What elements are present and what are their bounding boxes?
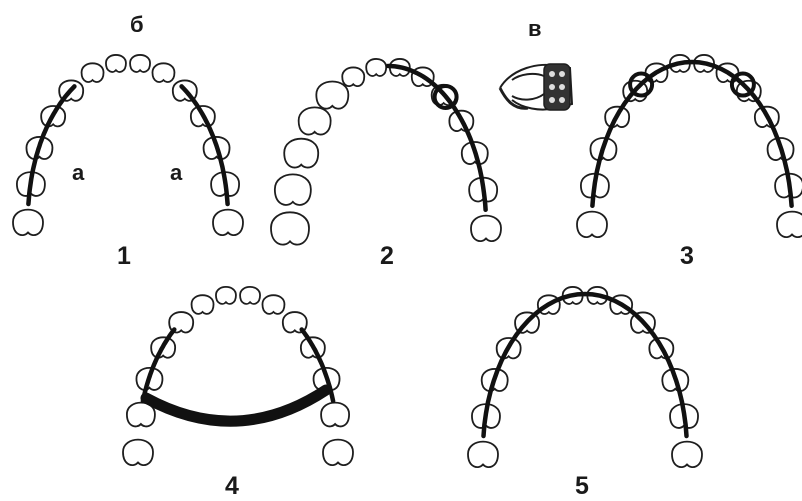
tooth — [271, 212, 309, 244]
tooth — [323, 440, 353, 465]
tooth — [316, 81, 348, 108]
label-figure-1: 1 — [117, 244, 131, 269]
label-figure-2: 2 — [380, 244, 394, 269]
arch-figure-1 — [13, 55, 243, 235]
tooth — [284, 139, 318, 168]
tooth — [577, 212, 607, 237]
label-letter-a-left: а — [72, 162, 84, 184]
tooth — [123, 440, 153, 465]
splint-wire — [592, 62, 791, 206]
label-figure-3: 3 — [680, 244, 694, 269]
arch-figure-3 — [577, 55, 802, 237]
tooth — [468, 442, 498, 467]
tooth — [216, 287, 236, 304]
tooth — [262, 295, 284, 314]
tooth — [342, 67, 364, 86]
tooth — [471, 216, 501, 241]
label-letter-a-right: а — [170, 162, 182, 184]
tooth — [366, 59, 386, 76]
tooth — [13, 210, 43, 235]
tooth — [321, 403, 349, 427]
tooth — [275, 174, 311, 205]
splint-wire — [484, 294, 687, 436]
arch-figure-5 — [468, 287, 702, 467]
tooth — [299, 107, 331, 134]
tooth — [192, 295, 214, 314]
loop-bend-detail-icon — [500, 64, 572, 110]
label-figure-5: 5 — [575, 474, 589, 499]
label-letter-b: б — [130, 14, 144, 36]
tooth — [130, 55, 150, 72]
tooth — [106, 55, 126, 72]
label-figure-4: 4 — [225, 474, 239, 499]
palatal-bar — [146, 390, 326, 421]
arch-figure-4 — [123, 287, 353, 465]
tooth — [240, 287, 260, 304]
tooth — [152, 63, 174, 82]
tooth — [672, 442, 702, 467]
arch-figure-2 — [271, 59, 501, 245]
tooth — [82, 63, 104, 82]
tooth — [213, 210, 243, 235]
tooth — [777, 212, 802, 237]
label-letter-v: в — [528, 18, 542, 40]
